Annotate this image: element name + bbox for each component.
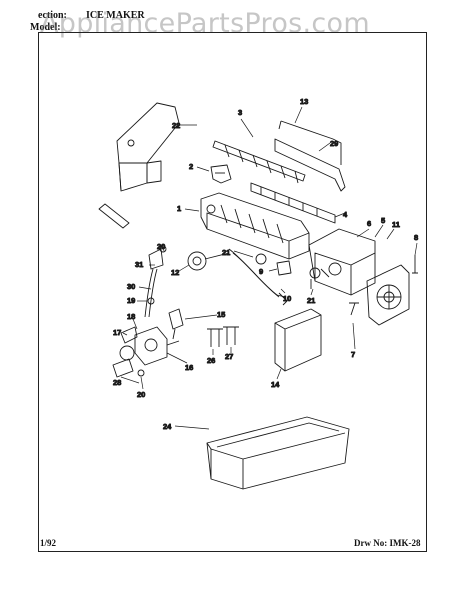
part-9-clip [276, 260, 292, 276]
callout-14: 14 [271, 380, 280, 389]
part-30-tube [144, 268, 158, 318]
exploded-view-drawing: 22 3 13 29 2 1 4 6 5 11 8 21 20 31 9 10 … [98, 97, 419, 490]
footer-drawing-number: Drw No: IMK-28 [354, 538, 421, 548]
callout-20-lower: 20 [137, 390, 145, 399]
section-value: ICE MAKER [86, 10, 145, 21]
part-20-nut-upper [159, 245, 167, 253]
callout-1: 1 [177, 204, 181, 213]
callout-7: 7 [351, 350, 355, 359]
callout-leaders [120, 106, 418, 430]
callout-4: 4 [343, 210, 348, 219]
part-19-grommet [147, 297, 155, 305]
part-15-plug [168, 308, 184, 340]
part-18-coil [119, 345, 135, 361]
part-26-27-screws [207, 326, 239, 347]
part-25-ice-bin [206, 416, 350, 490]
model-label: Model: [30, 22, 61, 33]
callout-2: 2 [189, 162, 193, 171]
part-28-inlet [112, 358, 134, 378]
callout-29: 29 [330, 139, 338, 148]
part-2-bearing [210, 164, 232, 184]
diagram-frame: 22 3 13 29 2 1 4 6 5 11 8 21 20 31 9 10 … [38, 32, 427, 552]
part-24-fill-tube [98, 203, 130, 229]
part-5-6-housing [308, 228, 376, 296]
part-4-cover [250, 182, 336, 224]
part-14-insulation [274, 308, 322, 372]
callout-12: 12 [171, 268, 179, 277]
part-29-arm-guard [274, 138, 346, 192]
callout-13: 13 [300, 97, 308, 106]
callout-17: 17 [113, 328, 121, 337]
callout-16: 16 [185, 363, 193, 372]
part-20-nut-lower [137, 369, 145, 377]
callout-numbers: 22 3 13 29 2 1 4 6 5 11 8 21 20 31 9 10 … [113, 97, 419, 432]
callout-26: 26 [207, 356, 215, 365]
part-7-screw [349, 302, 359, 316]
callout-28: 28 [113, 378, 121, 387]
part-17-bracket [120, 326, 138, 344]
callout-8: 8 [414, 233, 418, 242]
part-12-thermostat [187, 251, 230, 271]
callout-31: 31 [135, 260, 143, 269]
part-31-fitting [148, 248, 164, 270]
part-13-shutoff-arm [278, 120, 342, 165]
part-22-thermostat [255, 253, 267, 265]
callout-27: 27 [225, 352, 233, 361]
callout-15: 15 [217, 310, 225, 319]
callout-10: 10 [283, 294, 291, 303]
callout-23: 22 [172, 121, 180, 130]
callout-11: 11 [392, 220, 400, 229]
footer-date: 1/92 [40, 538, 57, 548]
part-8-screw [412, 255, 418, 274]
callout-20-upper: 20 [157, 242, 165, 251]
part-11-motor [366, 264, 410, 326]
part-3-ejector [212, 140, 306, 184]
callout-9: 9 [259, 267, 263, 276]
part-10-heater-wire [228, 248, 288, 306]
callout-21: 21 [307, 296, 315, 305]
callout-5: 5 [381, 216, 385, 225]
callout-6: 6 [367, 219, 371, 228]
part-16-water-valve [134, 326, 180, 366]
callout-30: 30 [127, 282, 135, 291]
callout-19: 19 [127, 296, 135, 305]
callout-18: 18 [127, 312, 135, 321]
part-23-chute-cover [116, 102, 180, 192]
part-1-mold [200, 192, 310, 260]
callout-22: 21 [222, 248, 230, 257]
section-label: ection: [38, 10, 67, 21]
callout-3: 3 [238, 108, 242, 117]
callout-25: 24 [163, 422, 172, 431]
part-21-gear [309, 267, 321, 289]
